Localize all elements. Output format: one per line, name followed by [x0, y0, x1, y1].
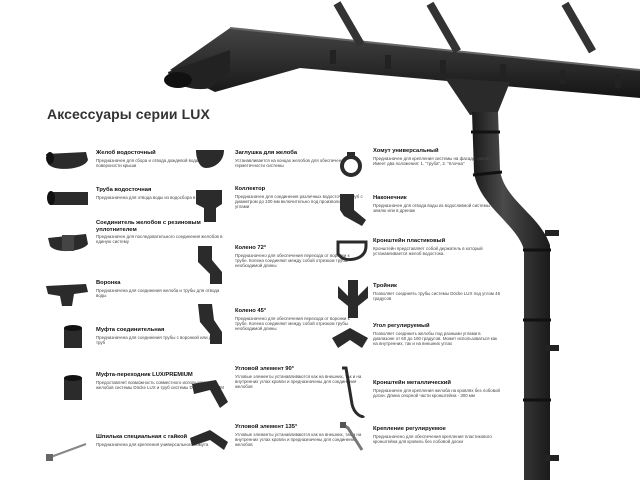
page-title: Аксессуары серии LUX [47, 106, 210, 122]
stud-icon [46, 443, 87, 461]
item-corner-90: Угловой элемент 90°Угловые элементы уста… [235, 366, 362, 389]
collector-icon [196, 190, 222, 222]
tee-icon [338, 280, 368, 318]
item-gutter-connector: Соединитель желобов с резиновым уплотнит… [96, 220, 223, 245]
pipe-coupling-icon [64, 325, 82, 348]
corner-90-icon [192, 380, 228, 408]
metal-bracket-icon [342, 366, 366, 418]
adjustable-mount-icon [340, 422, 364, 451]
spout-icon [340, 194, 366, 226]
item-elbow-45: Колено 45°Предназначено для обеспечения … [235, 308, 350, 331]
elbow-45-icon [198, 304, 222, 344]
funnel-icon [46, 284, 88, 306]
end-cap-icon [196, 150, 224, 168]
plastic-bracket-icon [336, 240, 368, 261]
adjustable-angle-icon [332, 328, 368, 348]
elbow-72-icon [198, 246, 222, 284]
corner-135-icon [190, 430, 228, 450]
item-elbow-72: Колено 72°Предназначено для обеспечения … [235, 245, 350, 268]
adapter-coupling-icon [64, 375, 82, 400]
item-corner-135: Угловой элемент 135°Угловые элементы уст… [235, 424, 362, 447]
downpipe-icon [47, 191, 88, 205]
gutter-icon [46, 152, 88, 169]
gutter-connector-icon [48, 234, 88, 252]
pipe-clamp-icon [340, 152, 362, 177]
